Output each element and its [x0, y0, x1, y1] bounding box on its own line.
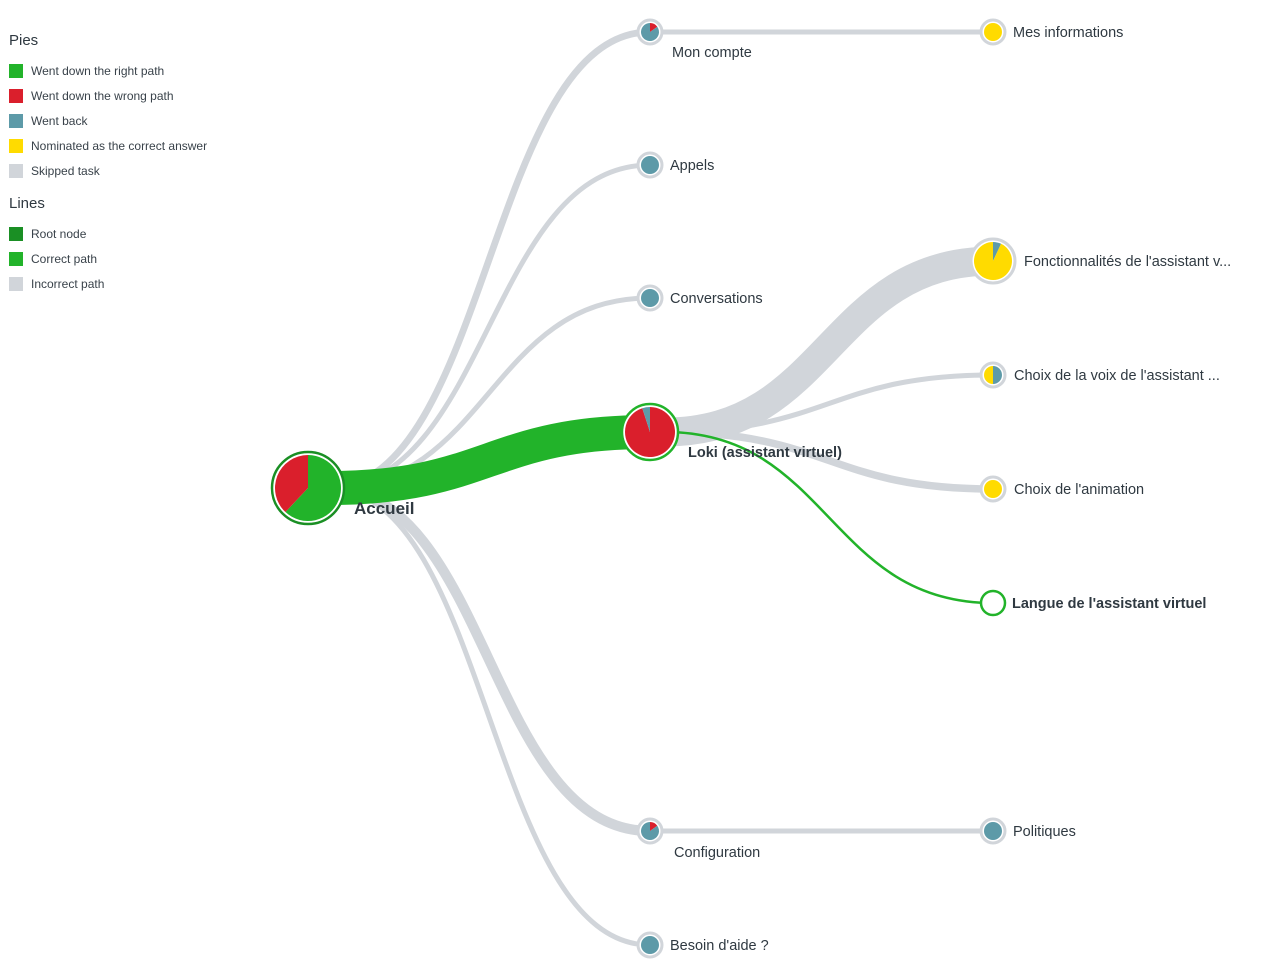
tree-nodes: Accueil Mon compteAppelsConversationsLoki… [270, 18, 1231, 959]
link-accueil-to-configuration [327, 482, 651, 837]
pie-slice-back [984, 822, 1002, 840]
incorrect-path-swatch [9, 276, 23, 291]
legend-pies-title: Pies [9, 32, 39, 49]
node-politiques[interactable]: Politiques [979, 817, 1076, 845]
node-choix-voix[interactable]: Choix de la voix de l'assistant ... [979, 361, 1220, 389]
legend-item-label: Nominated as the correct answer [31, 138, 208, 153]
pie-slice-wrong [275, 455, 308, 513]
pie-slice-back [640, 822, 659, 841]
legend-item-went-back: Went back [9, 108, 249, 133]
node-label: Conversations [670, 291, 763, 307]
link-accueil-to-besoin-aide [327, 485, 651, 948]
node-label: Accueil [354, 499, 414, 518]
node-label: Langue de l'assistant virtuel [1012, 596, 1206, 612]
pie-slice-nominated [974, 242, 1012, 280]
pie-slice-back [993, 366, 1002, 384]
pie-slice-nominated [984, 480, 1002, 498]
link-loki-to-fonctionnalites [664, 246, 994, 447]
legend-item-label: Went down the wrong path [31, 88, 174, 103]
legend-item-correct-path: Correct path [9, 246, 249, 271]
node-conversations[interactable]: Conversations [636, 284, 763, 312]
link-accueil-to-mon-compte [327, 28, 651, 492]
node-label: Mon compte [672, 45, 752, 61]
node-mon-compte[interactable]: Mon compte [636, 18, 752, 61]
right-path-swatch [9, 63, 23, 78]
node-label: Fonctionnalités de l'assistant v... [1024, 254, 1231, 270]
pie-slice-right [285, 455, 342, 521]
pie-slice-nominated [984, 366, 993, 384]
node-label: Appels [670, 158, 714, 174]
legend-item-label: Skipped task [31, 163, 100, 178]
node-label: Mes informations [1013, 25, 1123, 41]
node-configuration[interactable]: Configuration [636, 817, 760, 861]
legend-item-label: Correct path [31, 251, 98, 266]
legend: Pies Went down the right path Went down … [9, 32, 249, 296]
pie-slice-back [641, 289, 659, 307]
node-label: Besoin d'aide ? [670, 938, 769, 954]
node-label: Politiques [1013, 824, 1076, 840]
link-loki-to-choix-voix [664, 372, 994, 435]
legend-item-right-path: Went down the right path [9, 58, 249, 83]
tree-links [327, 28, 994, 948]
pie-slice-back [641, 156, 659, 174]
legend-item-skipped: Skipped task [9, 158, 249, 183]
legend-item-wrong-path: Went down the wrong path [9, 83, 249, 108]
pie-slice-back [640, 23, 659, 41]
node-accueil[interactable]: Accueil [270, 450, 414, 526]
legend-item-nominated: Nominated as the correct answer [9, 133, 249, 158]
legend-item-label: Went back [31, 113, 88, 128]
legend-item-incorrect-path: Incorrect path [9, 271, 249, 296]
node-besoin-aide[interactable]: Besoin d'aide ? [636, 931, 769, 959]
wrong-path-swatch [9, 88, 23, 103]
legend-item-label: Incorrect path [31, 276, 105, 291]
legend-item-label: Went down the right path [31, 63, 165, 78]
pie-slice-wrong [625, 407, 676, 457]
skipped-swatch [9, 163, 23, 178]
node-label: Configuration [674, 845, 760, 861]
legend-pies: Pies Went down the right path Went down … [9, 32, 249, 183]
root-node-swatch [9, 226, 23, 241]
pie-slice-wrong [650, 23, 658, 32]
correct-path-swatch [9, 251, 23, 266]
node-label: Loki (assistant virtuel) [688, 445, 842, 461]
legend-lines: Lines Root node Correct path Incorrect p… [9, 195, 249, 296]
node-appels[interactable]: Appels [636, 151, 714, 179]
pie-slice-back [993, 242, 1002, 261]
node-label: Choix de la voix de l'assistant ... [1014, 368, 1220, 384]
link-loki-to-choix-animation [664, 428, 994, 493]
node-mes-informations[interactable]: Mes informations [979, 18, 1123, 46]
pie-slice-nominated [984, 23, 1002, 41]
link-loki-to-langue [664, 430, 994, 605]
node-langue[interactable]: Langue de l'assistant virtuel [979, 589, 1206, 617]
pie-slice-back [641, 936, 659, 954]
nominated-swatch [9, 138, 23, 153]
pie-slice-wrong [650, 822, 658, 831]
pie-slice-back [642, 407, 650, 432]
went-back-swatch [9, 113, 23, 128]
legend-item-label: Root node [31, 226, 87, 241]
empty-pie [984, 594, 1002, 612]
legend-lines-title: Lines [9, 195, 45, 212]
node-label: Choix de l'animation [1014, 482, 1144, 498]
node-loki[interactable]: Loki (assistant virtuel) [620, 402, 842, 462]
legend-item-root-node: Root node [9, 221, 249, 246]
link-accueil-to-loki [327, 415, 651, 505]
node-choix-animation[interactable]: Choix de l'animation [979, 475, 1144, 503]
node-fonctionnalites[interactable]: Fonctionnalités de l'assistant v... [969, 237, 1231, 285]
